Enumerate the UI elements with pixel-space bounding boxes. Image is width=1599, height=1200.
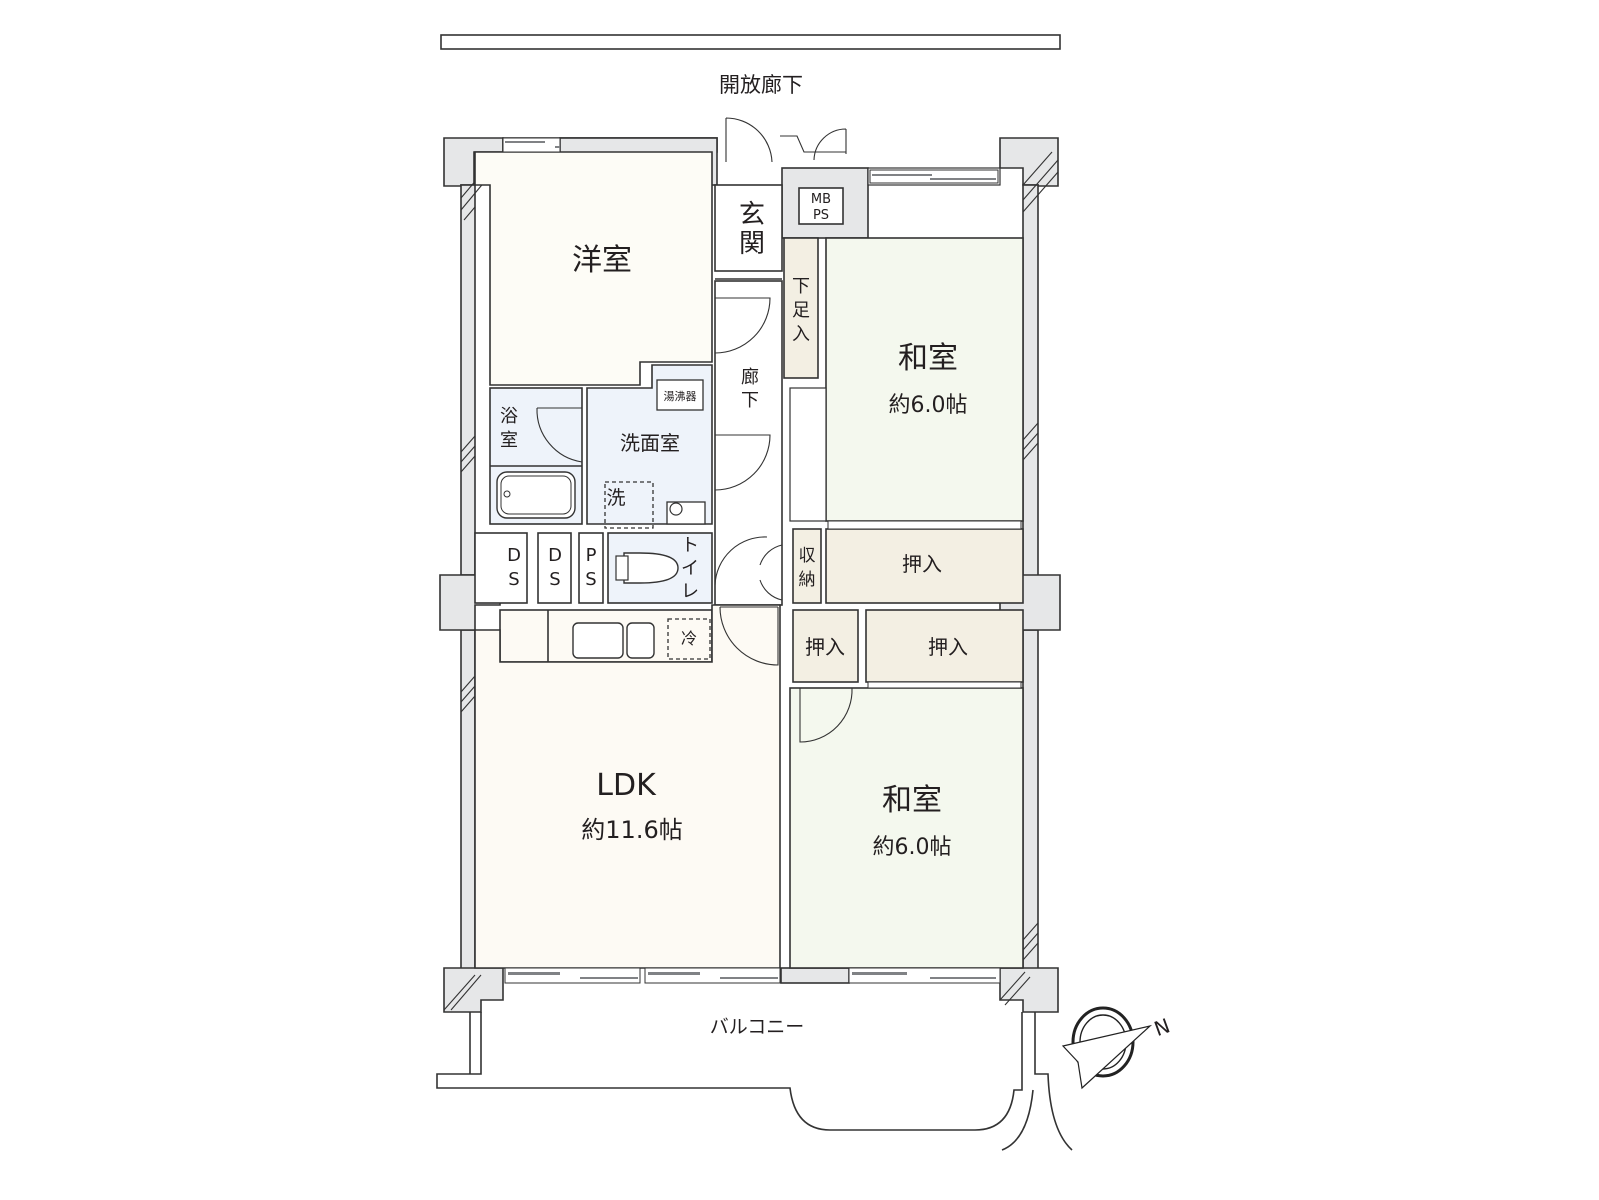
entry-alcove-outline bbox=[780, 135, 846, 153]
corridor-rail bbox=[440, 34, 1061, 50]
water-heater-box bbox=[656, 379, 704, 411]
wall-east-upper bbox=[1022, 184, 1039, 578]
wall-south-pier bbox=[780, 967, 850, 984]
closet-left-label: 押入 bbox=[805, 635, 845, 659]
entrance-label-bottom: 関 bbox=[739, 229, 765, 259]
small-storage bbox=[792, 528, 822, 604]
japanese-south-door-swing bbox=[799, 687, 853, 743]
japanese-south-label: 和室 bbox=[882, 783, 942, 818]
ps-label-2: S bbox=[585, 569, 596, 590]
balcony-label: バルコニー bbox=[710, 1016, 805, 1038]
japanese-north-label: 和室 bbox=[898, 341, 958, 376]
toilet-bowl-icon bbox=[623, 552, 679, 584]
windows bbox=[502, 137, 1022, 984]
bath-label-1: 浴 bbox=[500, 406, 518, 427]
toilet-label-2: イ bbox=[681, 558, 699, 579]
closet-right bbox=[865, 609, 1024, 683]
door-swing-storage bbox=[759, 544, 783, 601]
ps-label-1: P bbox=[586, 545, 597, 566]
compass-icon: N bbox=[1061, 1006, 1173, 1090]
japanese-south-area: 約6.0帖 bbox=[873, 835, 952, 860]
bathtub-drain-icon bbox=[503, 490, 511, 498]
room-entrance bbox=[714, 184, 783, 272]
door-swing-western-room bbox=[714, 297, 771, 354]
ldk-area: 約11.6帖 bbox=[581, 816, 682, 844]
sink-basin-small-icon bbox=[626, 622, 655, 659]
bathtub-inner bbox=[500, 475, 572, 515]
mbps-label-2: PS bbox=[813, 208, 829, 223]
wall-corner-sw bbox=[443, 967, 504, 1013]
ldk-label: LDK bbox=[596, 768, 657, 803]
corridor-label: 開放廊下 bbox=[719, 73, 803, 97]
ds2-space bbox=[537, 532, 572, 604]
wall-west-upper bbox=[460, 184, 476, 576]
door-swing-toilet bbox=[714, 536, 768, 586]
wall-east-lower bbox=[1022, 629, 1039, 971]
closet-top bbox=[825, 528, 1024, 604]
washroom-label: 洗面室 bbox=[620, 431, 680, 455]
toilet-label-3: レ bbox=[681, 581, 699, 602]
mbps-box bbox=[798, 187, 844, 225]
wall-west-lower bbox=[460, 629, 476, 971]
water-heater-label: 湯沸器 bbox=[664, 390, 697, 403]
compass-north-label: N bbox=[1151, 1013, 1173, 1041]
toilet-label-1: ト bbox=[681, 535, 699, 556]
washer-label: 洗 bbox=[606, 487, 625, 509]
ldk-door-swing bbox=[719, 606, 779, 666]
washbasin-bowl-icon bbox=[669, 502, 683, 516]
closet-left bbox=[792, 609, 859, 683]
ds1-space bbox=[474, 532, 528, 604]
sink-basin-icon bbox=[572, 622, 624, 659]
ds1-label-2: S bbox=[508, 569, 519, 590]
bath-door-swing bbox=[536, 407, 583, 463]
balcony-outline-outer bbox=[469, 1012, 1073, 1151]
ds2-label-2: S bbox=[549, 569, 560, 590]
fridge-space bbox=[667, 618, 711, 660]
ps-space bbox=[578, 532, 604, 604]
hallway-label-1: 廊 bbox=[741, 367, 759, 388]
room-japanese-north bbox=[825, 237, 1024, 522]
sliding-door-japanese-north bbox=[789, 387, 827, 522]
room-western bbox=[474, 151, 713, 386]
ds1-label-1: D bbox=[507, 545, 521, 566]
closet-right-label: 押入 bbox=[928, 635, 968, 659]
storage-label-1: 収 bbox=[799, 546, 816, 566]
entrance-label-top: 玄 bbox=[739, 200, 765, 230]
toilet-tank-icon bbox=[615, 555, 629, 581]
hallway bbox=[714, 280, 783, 606]
door-swing-washroom bbox=[714, 434, 771, 491]
fridge-label: 冷 bbox=[681, 629, 697, 648]
room-western-label: 洋室 bbox=[572, 243, 632, 278]
closet-top-label: 押入 bbox=[902, 552, 942, 576]
mbps-label-1: MB bbox=[811, 192, 831, 207]
hallway-label-2: 下 bbox=[741, 390, 759, 411]
room-japanese-south bbox=[789, 687, 1024, 969]
front-door-swing bbox=[725, 117, 773, 163]
shoe-storage-label-1: 下 bbox=[792, 276, 810, 297]
storage-label-2: 納 bbox=[799, 570, 816, 590]
balcony-outline-inner bbox=[436, 1012, 1023, 1131]
mbps-door-swing bbox=[813, 128, 847, 161]
ds2-label-1: D bbox=[548, 545, 562, 566]
washbasin-icon bbox=[666, 501, 706, 525]
washer-space bbox=[604, 481, 654, 529]
wall-hatching bbox=[443, 151, 1059, 1011]
shoe-storage-label-3: 入 bbox=[792, 324, 810, 345]
bath-label-2: 室 bbox=[500, 430, 518, 451]
japanese-north-area: 約6.0帖 bbox=[889, 393, 968, 418]
bathtub-icon bbox=[496, 471, 576, 519]
shoe-storage-label-2: 足 bbox=[792, 300, 810, 321]
shoe-storage bbox=[783, 237, 819, 379]
